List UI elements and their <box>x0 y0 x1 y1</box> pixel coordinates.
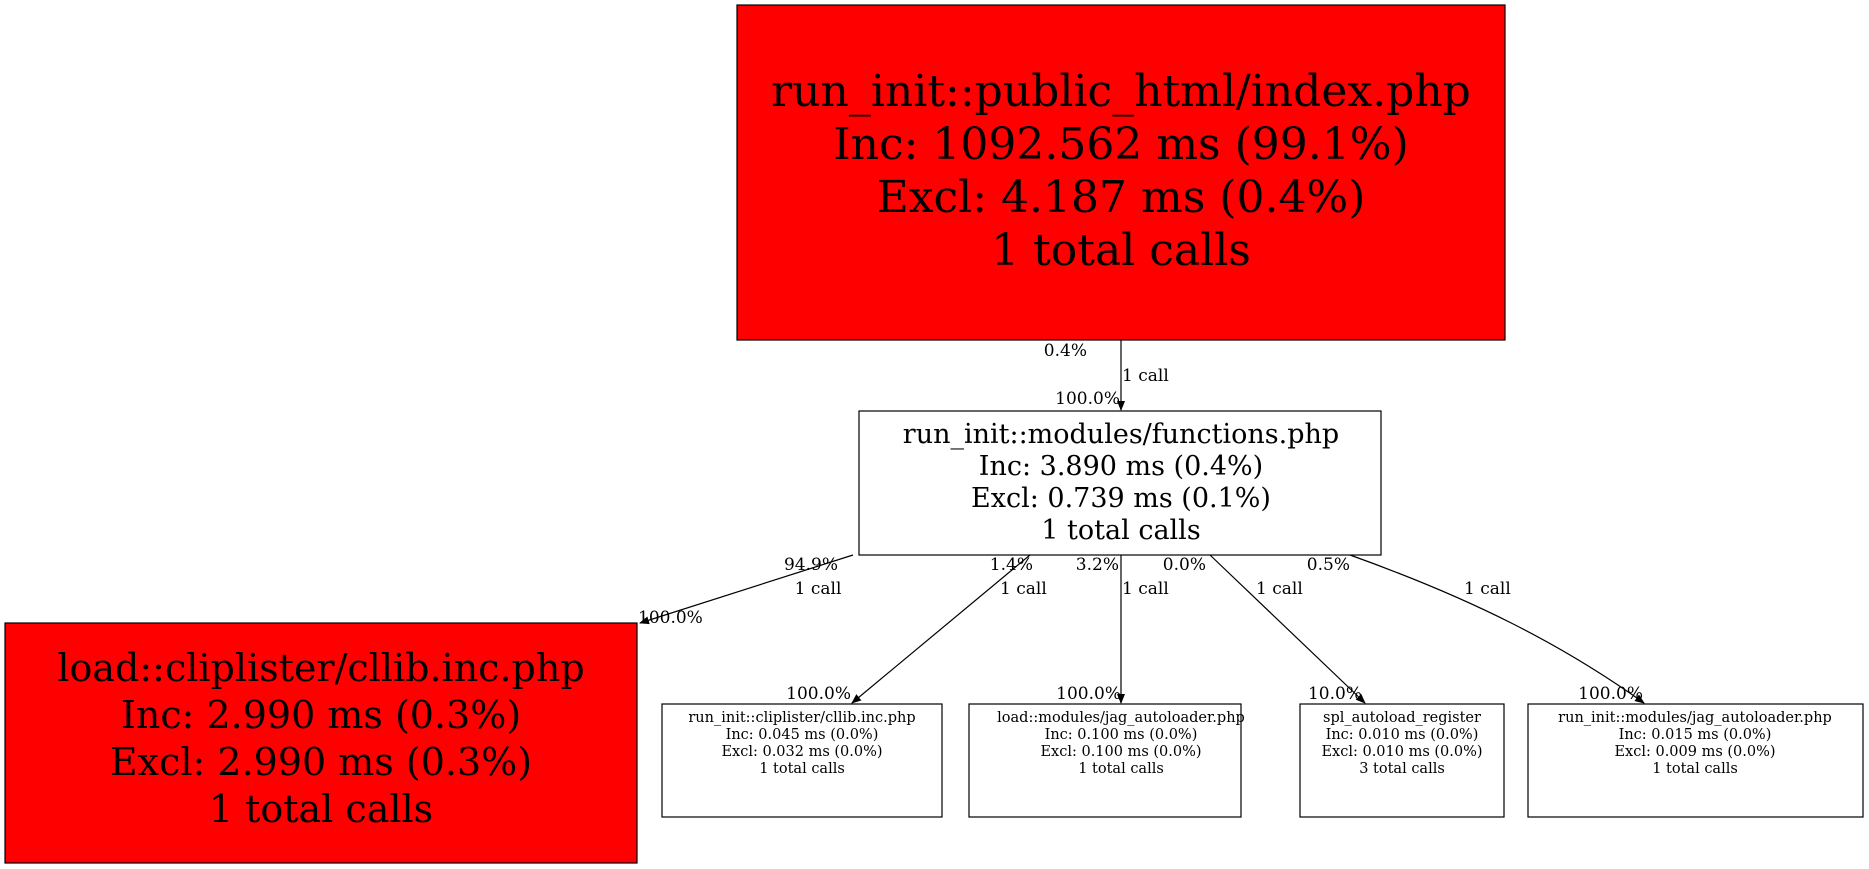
edge-out-pct: 0.0% <box>1163 555 1206 575</box>
edge-in-pct: 100.0% <box>1055 389 1120 409</box>
edge-calls: 1 call <box>795 579 842 599</box>
node-name: load::cliplister/cllib.inc.php <box>57 646 584 690</box>
edge-in-pct: 100.0% <box>786 684 851 704</box>
node-excl: Excl: 4.187 ms (0.4%) <box>877 172 1366 223</box>
node-jag-run: run_init::modules/jag_autoloader.php Inc… <box>1527 703 1864 818</box>
node-calls: 1 total calls <box>1041 515 1200 546</box>
node-inc: Inc: 3.890 ms (0.4%) <box>979 451 1263 482</box>
edge-in-pct: 10.0% <box>1308 684 1362 704</box>
node-excl: Excl: 0.739 ms (0.1%) <box>971 483 1271 514</box>
node-box <box>1299 703 1505 818</box>
node-name: run_init::cliplister/cllib.inc.php <box>688 710 915 726</box>
edge-line <box>1209 554 1366 704</box>
edge-calls: 1 call <box>1000 579 1047 599</box>
edge-functions-cllib-load: 94.9% 1 call 100.0% <box>638 554 854 628</box>
node-inc: Inc: 1092.562 ms (99.1%) <box>833 119 1409 170</box>
edge-line <box>1349 554 1645 704</box>
edge-in-pct: 100.0% <box>638 608 703 628</box>
node-excl: Excl: 2.990 ms (0.3%) <box>110 740 532 784</box>
edge-line <box>851 554 1031 704</box>
node-inc: Inc: 2.990 ms (0.3%) <box>121 693 521 737</box>
edge-functions-spl: 0.0% 1 call 10.0% <box>1163 554 1366 704</box>
node-inc: Inc: 0.100 ms (0.0%) <box>1045 727 1198 743</box>
edge-calls: 1 call <box>1256 579 1303 599</box>
edge-in-pct: 100.0% <box>1056 684 1121 704</box>
node-calls: 1 total calls <box>209 787 433 831</box>
edge-out-pct: 94.9% <box>784 555 838 575</box>
node-name: spl_autoload_register <box>1323 710 1481 726</box>
node-excl: Excl: 0.100 ms (0.0%) <box>1040 744 1201 760</box>
edge-functions-cllib-run: 1.4% 1 call 100.0% <box>786 554 1047 704</box>
edge-calls: 1 call <box>1122 579 1169 599</box>
edge-out-pct: 0.4% <box>1044 341 1087 361</box>
node-box <box>4 622 638 864</box>
node-box <box>968 703 1242 818</box>
node-excl: Excl: 0.032 ms (0.0%) <box>721 744 882 760</box>
edge-in-pct: 100.0% <box>1578 684 1643 704</box>
edge-out-pct: 1.4% <box>990 555 1033 575</box>
node-name: load::modules/jag_autoloader.php <box>997 710 1245 726</box>
node-spl: spl_autoload_register Inc: 0.010 ms (0.0… <box>1299 703 1505 818</box>
node-calls: 1 total calls <box>759 761 845 777</box>
node-name: run_init::modules/jag_autoloader.php <box>1558 710 1832 726</box>
node-excl: Excl: 0.009 ms (0.0%) <box>1614 744 1775 760</box>
node-inc: Inc: 0.015 ms (0.0%) <box>1619 727 1772 743</box>
edge-line <box>639 554 854 625</box>
node-name: run_init::public_html/index.php <box>771 66 1471 117</box>
node-calls: 1 total calls <box>991 225 1251 276</box>
node-box <box>736 4 1506 341</box>
node-calls: 3 total calls <box>1359 761 1445 777</box>
node-inc: Inc: 0.045 ms (0.0%) <box>726 727 879 743</box>
node-excl: Excl: 0.010 ms (0.0%) <box>1321 744 1482 760</box>
node-box <box>1527 703 1864 818</box>
node-jag-load: load::modules/jag_autoloader.php Inc: 0.… <box>968 703 1245 818</box>
node-cllib-load: load::cliplister/cllib.inc.php Inc: 2.99… <box>4 622 638 864</box>
node-name: run_init::modules/functions.php <box>903 419 1339 450</box>
node-calls: 1 total calls <box>1652 761 1738 777</box>
node-root: run_init::public_html/index.php Inc: 109… <box>736 4 1506 341</box>
node-box <box>661 703 943 818</box>
node-inc: Inc: 0.010 ms (0.0%) <box>1326 727 1479 743</box>
edge-functions-jag-run: 0.5% 1 call 100.0% <box>1307 554 1645 704</box>
edge-calls: 1 call <box>1464 579 1511 599</box>
edge-functions-jag-load: 3.2% 1 call 100.0% <box>1056 555 1169 704</box>
edge-out-pct: 3.2% <box>1076 555 1119 575</box>
edge-out-pct: 0.5% <box>1307 555 1350 575</box>
edge-root-functions: 0.4% 1 call 100.0% <box>1044 340 1169 411</box>
node-functions: run_init::modules/functions.php Inc: 3.8… <box>858 410 1382 556</box>
node-calls: 1 total calls <box>1078 761 1164 777</box>
edge-calls: 1 call <box>1122 366 1169 386</box>
node-box <box>858 410 1382 556</box>
node-cllib-run: run_init::cliplister/cllib.inc.php Inc: … <box>661 703 943 818</box>
